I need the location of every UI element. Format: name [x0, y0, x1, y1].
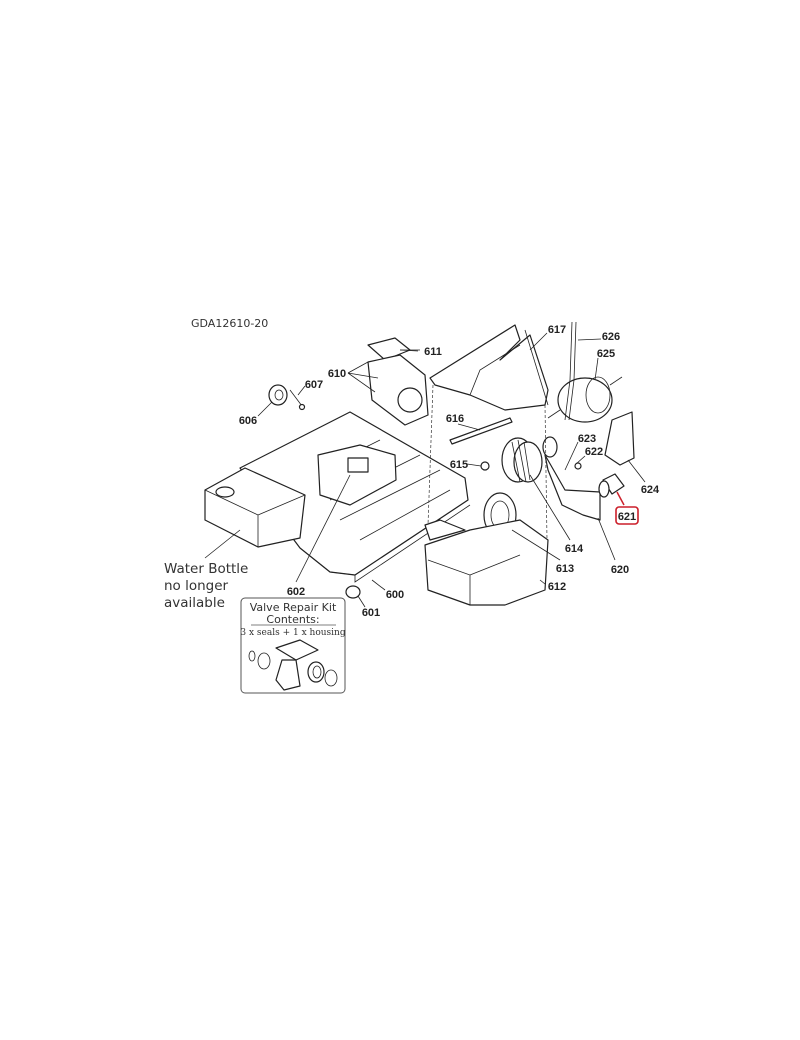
label-621[interactable]: 621	[618, 511, 636, 523]
label-606[interactable]: 606	[239, 415, 257, 427]
valve-repair-kit-box: Valve Repair Kit Contents: 3 x seals + 1…	[240, 597, 346, 694]
label-602[interactable]: 602	[287, 586, 305, 598]
duct-cover-part	[429, 324, 549, 411]
fan-wheel-part	[501, 437, 543, 483]
label-620[interactable]: 620	[611, 564, 629, 576]
strip-part	[449, 417, 513, 445]
label-616[interactable]: 616	[446, 413, 464, 425]
label-624[interactable]: 624	[641, 484, 660, 496]
svg-text:no longer: no longer	[164, 578, 229, 594]
svg-text:available: available	[164, 595, 225, 611]
water-bottle-part	[204, 467, 306, 548]
label-607[interactable]: 607	[305, 379, 323, 391]
kit-title: Valve Repair Kit	[250, 601, 337, 614]
drawing-code: GDA12610-20	[191, 317, 268, 330]
water-bottle-note: Water Bottle no longer available	[164, 561, 248, 611]
valve-assembly-part	[367, 337, 429, 426]
label-614[interactable]: 614	[565, 543, 584, 555]
label-623[interactable]: 623	[578, 433, 596, 445]
tensioner-arm-part	[542, 436, 601, 521]
roller-part	[268, 384, 306, 411]
label-613[interactable]: 613	[556, 563, 574, 575]
screw-part	[480, 461, 490, 471]
label-622[interactable]: 622	[585, 446, 603, 458]
valve-housing-icon	[275, 639, 325, 691]
label-612[interactable]: 612	[548, 581, 566, 593]
blower-housing-part	[424, 492, 549, 606]
label-610[interactable]: 610	[328, 368, 346, 380]
seal-icon	[257, 652, 271, 670]
label-611[interactable]: 611	[424, 346, 442, 358]
label-615[interactable]: 615	[450, 459, 468, 471]
label-626[interactable]: 626	[602, 331, 620, 343]
svg-text:Water Bottle: Water Bottle	[164, 561, 248, 577]
label-600[interactable]: 600	[386, 589, 404, 601]
label-617[interactable]: 617	[548, 324, 566, 336]
capacitor-part	[598, 473, 625, 498]
highlight-box-621	[615, 506, 639, 525]
leader-lines	[204, 332, 646, 608]
motor-part	[547, 321, 623, 423]
seal-icon	[248, 650, 256, 662]
label-601[interactable]: 601	[362, 607, 380, 619]
kit-subtitle: Contents:	[266, 613, 319, 626]
kit-contents: 3 x seals + 1 x housing	[240, 628, 345, 638]
foot-part	[345, 585, 361, 599]
bracket-part	[604, 411, 635, 466]
seal-icon	[324, 669, 338, 687]
label-625[interactable]: 625	[597, 348, 615, 360]
